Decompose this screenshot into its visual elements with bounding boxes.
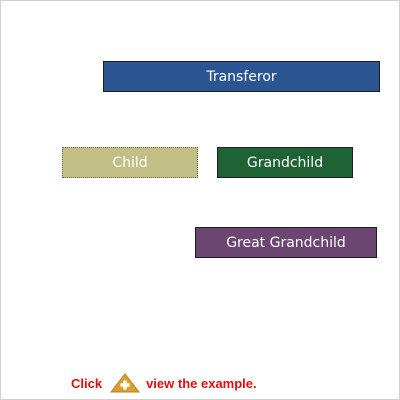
great-grandchild-box: Great Grandchild: [195, 227, 377, 258]
grandchild-label: Grandchild: [246, 154, 324, 171]
transferor-label: Transferor: [206, 68, 277, 85]
instruction-click-text: Click: [71, 375, 103, 391]
child-label: Child: [112, 154, 148, 171]
instruction-view-text: view the example.: [146, 375, 257, 391]
transferor-box: Transferor: [103, 61, 380, 92]
great-grandchild-label: Great Grandchild: [226, 234, 346, 251]
grandchild-box: Grandchild: [217, 147, 353, 178]
plus-triangle-icon[interactable]: [110, 373, 141, 393]
instruction-line: Click view the example.: [71, 372, 257, 394]
child-box[interactable]: Child: [62, 147, 198, 178]
